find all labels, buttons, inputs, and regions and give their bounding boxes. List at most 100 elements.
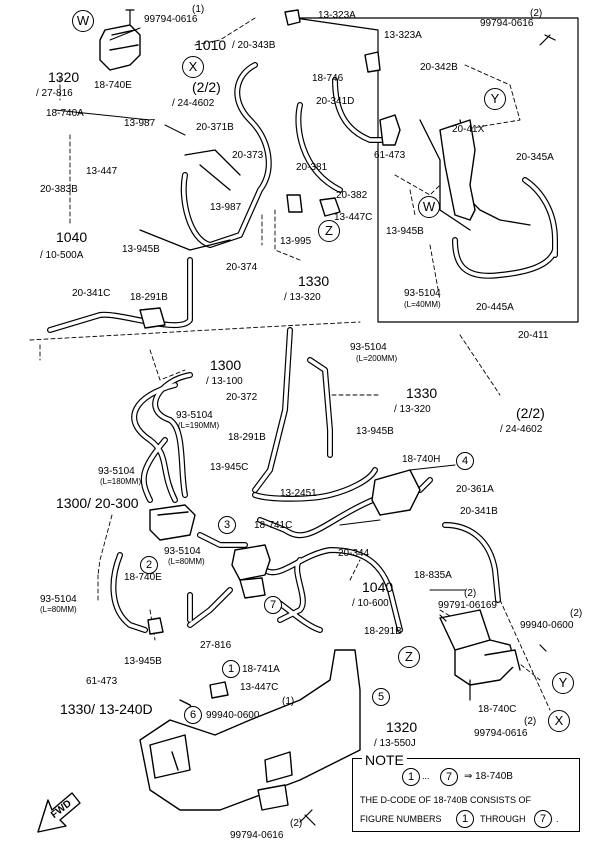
label-13-945c: 13-945C <box>210 462 249 473</box>
label-18-291b-a: 18-291B <box>130 292 168 303</box>
label-99794-0616-b: 99794-0616 <box>230 830 284 841</box>
label-ref-1330-c: 1330/ 13-240D <box>60 701 153 717</box>
note-line3-start: FIGURE NUMBERS <box>360 814 442 824</box>
label-ref-1300-b: 1300/ 20-300 <box>56 495 139 511</box>
label-qty-1-b: (1) <box>282 696 295 707</box>
label-99940-0600-c: 99940-0600 <box>206 710 260 721</box>
figure-number-7: 7 <box>264 596 282 614</box>
note-figure-7: 7 <box>440 768 458 786</box>
label-qty-2-d: (2) <box>524 716 537 727</box>
label-13-323a-a: 13-323A <box>318 10 356 21</box>
label-27-816-a: / 27-816 <box>36 88 73 99</box>
label-qty-2-a: (2) <box>530 8 543 19</box>
label-ref-1040-b: 1040 <box>362 579 394 595</box>
label-l80-b: (L=80MM) <box>40 605 77 614</box>
label-93-5104-b: 93-5104 <box>350 342 387 353</box>
label-20-361a: 20-361A <box>456 484 494 495</box>
label-13-945b-b: 13-945B <box>386 226 424 237</box>
label-qty-2-b: (2) <box>464 588 477 599</box>
label-13-447c-b: 13-447C <box>240 682 279 693</box>
label-ref-2-2-a: (2/2) <box>192 79 221 95</box>
label-ref-1320-a: 1320 <box>48 69 80 85</box>
detail-box-frame <box>294 17 579 323</box>
callout-z-2: Z <box>398 646 420 668</box>
label-20-344: 20-344 <box>338 548 370 559</box>
label-20-41x: 20-41X <box>452 124 485 135</box>
label-13-995: 13-995 <box>280 236 312 247</box>
label-24-4602-a: / 24-4602 <box>172 98 215 109</box>
label-27-816-b: 27-816 <box>200 640 232 651</box>
note-figure-1b: 1 <box>456 810 474 828</box>
label-20-341d: 20-341D <box>316 96 355 107</box>
label-20-373: 20-373 <box>232 150 264 161</box>
figure-number-5: 5 <box>372 688 390 706</box>
label-13-447: 13-447 <box>86 166 118 177</box>
note-figure-1: 1 <box>402 768 420 786</box>
label-18-740a: 18-740A <box>46 108 84 119</box>
label-13-320-a: / 13-320 <box>284 292 321 303</box>
note-line1-target: ⇒ 18-740B <box>464 771 513 782</box>
label-20-374: 20-374 <box>226 262 258 273</box>
callout-w-2: W <box>418 196 440 218</box>
label-18-740c: 18-740C <box>478 704 517 715</box>
label-18-741c: 18-741C <box>254 520 293 531</box>
label-qty-2-e: (2) <box>290 818 303 829</box>
label-20-341c: 20-341C <box>72 288 111 299</box>
note-figure-7b: 7 <box>534 810 552 828</box>
label-13-100: / 13-100 <box>206 376 243 387</box>
label-18-740e-b: 18-740E <box>124 572 162 583</box>
label-13-945b-d: 13-945B <box>124 656 162 667</box>
label-l190: (L=190MM) <box>178 421 220 430</box>
label-20-343b: / 20-343B <box>232 40 276 51</box>
label-13-447c-a: 13-447C <box>334 212 373 223</box>
label-13-945b-a: 13-945B <box>122 244 160 255</box>
label-99794-0616-top: 99794-0616 <box>144 14 198 25</box>
label-99791-06169: 99791-06169 <box>438 600 497 611</box>
label-qty-2-c: (2) <box>570 608 583 619</box>
label-20-411: 20-411 <box>518 330 549 341</box>
label-18-291b-b: 18-291B <box>228 432 266 443</box>
label-10-500a: / 10-500A <box>40 250 84 261</box>
callout-y-1: Y <box>484 88 506 110</box>
bracket-41x <box>439 119 476 221</box>
label-13-987-b: 13-987 <box>210 202 242 213</box>
label-61-473-a: 61-473 <box>374 150 406 161</box>
label-ref-1040-a: 1040 <box>56 229 88 245</box>
figure-number-6: 6 <box>184 706 202 724</box>
fwd-arrow <box>37 792 81 833</box>
label-20-342b: 20-342B <box>420 62 458 73</box>
figure-number-4: 4 <box>456 452 474 470</box>
label-20-383b: 20-383B <box>40 184 78 195</box>
label-l180: (L=180MM) <box>100 477 142 486</box>
figure-number-3: 3 <box>218 516 236 534</box>
label-l80-a: (L=80MM) <box>168 557 205 566</box>
label-13-987-a: 13-987 <box>124 118 156 129</box>
label-13-550j: / 13-550J <box>374 738 416 749</box>
label-l200: (L=200MM) <box>356 354 398 363</box>
label-93-5104-a: 93-5104 <box>404 288 441 299</box>
label-13-323a-b: 13-323A <box>384 30 422 41</box>
label-18-740e-a: 18-740E <box>94 80 132 91</box>
label-ref-1330-b: 1330 <box>406 385 438 401</box>
note-dots: ... <box>422 771 430 781</box>
fasteners <box>125 9 556 826</box>
label-20-382: 20-382 <box>336 190 368 201</box>
note-line3-through: THROUGH <box>480 814 526 824</box>
label-20-445a: 20-445A <box>476 302 514 313</box>
label-13-945b-c: 13-945B <box>356 426 394 437</box>
label-99940-0600-r: 99940-0600 <box>520 620 574 631</box>
note-title: NOTE <box>362 752 407 768</box>
hose-inner <box>48 63 557 632</box>
label-20-341b: 20-341B <box>460 506 498 517</box>
label-13-320-b: / 13-320 <box>394 404 431 415</box>
label-18-740h: 18-740H <box>402 454 441 465</box>
label-61-473-b: 61-473 <box>86 676 118 687</box>
label-93-5104-d: 93-5104 <box>98 466 135 477</box>
label-qty-1-top: (1) <box>192 4 205 15</box>
label-18-835a: 18-835A <box>414 570 452 581</box>
callout-z-1: Z <box>318 220 340 242</box>
leaders <box>54 27 466 591</box>
label-ref-1330-a: 1330 <box>298 273 330 289</box>
callout-w-1: W <box>72 10 94 32</box>
note-line3-period: . <box>556 814 559 824</box>
